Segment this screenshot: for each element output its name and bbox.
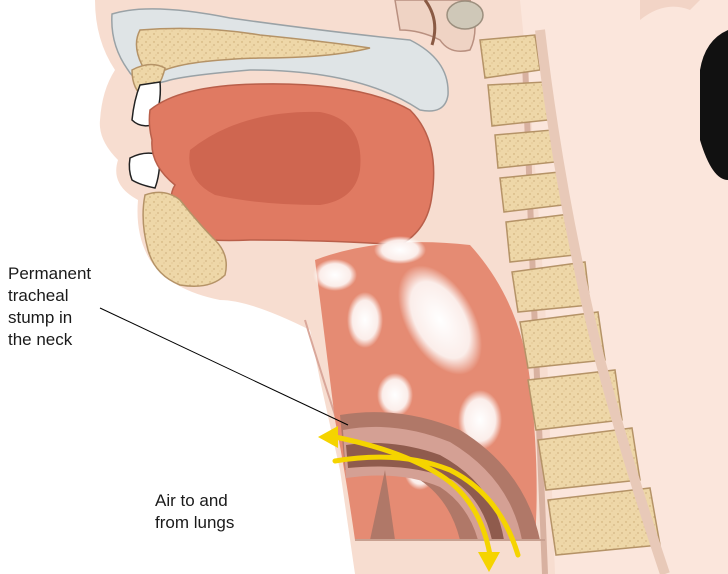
airflow-label: Air to and from lungs — [155, 490, 234, 534]
label-line: the neck — [8, 329, 91, 351]
vertebra — [500, 172, 563, 212]
tracheal-stump-label: Permanent tracheal stump in the neck — [8, 263, 91, 351]
label-line: Air to and — [155, 490, 234, 512]
ear-canal — [447, 1, 483, 29]
fat-pad-1 — [313, 259, 357, 291]
vertebra — [488, 82, 548, 126]
vertebra — [480, 35, 540, 78]
vertebra — [495, 130, 555, 168]
arrow-head-left — [318, 426, 338, 448]
label-line: tracheal — [8, 285, 91, 307]
label-line: stump in — [8, 307, 91, 329]
fat-pad-2 — [374, 236, 426, 264]
label-line: Permanent — [8, 263, 91, 285]
fat-pad-3 — [347, 292, 383, 348]
label-line: from lungs — [155, 512, 234, 534]
fat-pad-5 — [377, 373, 413, 417]
